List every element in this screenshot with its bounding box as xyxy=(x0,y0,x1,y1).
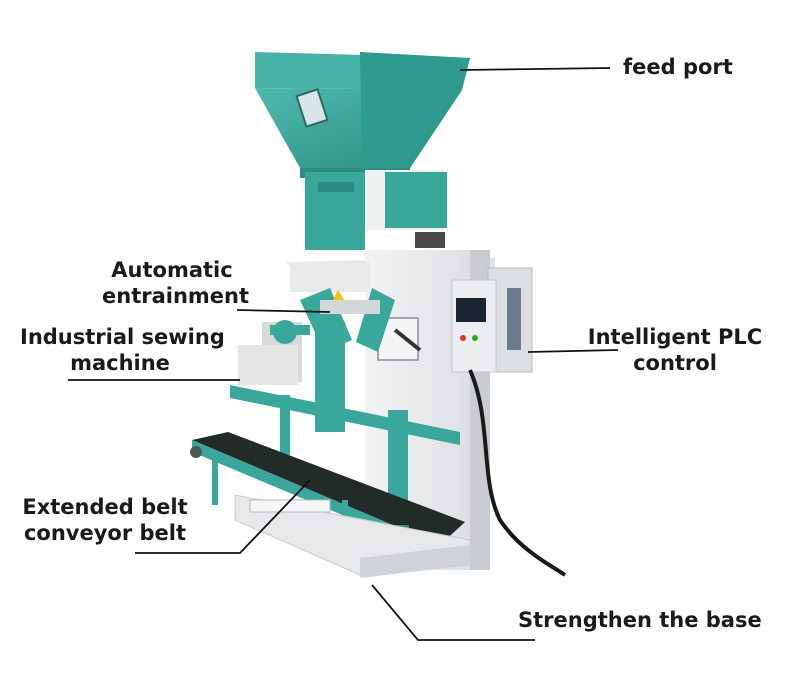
conveyor-line-2: conveyor belt xyxy=(23,521,187,545)
leader-feed-port xyxy=(459,67,611,71)
conveyor-line-1: Extended belt xyxy=(22,495,188,519)
power-cable xyxy=(468,369,567,577)
label-strengthen-base: Strengthen the base xyxy=(518,607,762,633)
plc-control-box xyxy=(451,267,533,373)
sewing-machine-line-1: Industrial sewing xyxy=(20,325,225,349)
feed-port-text: feed port xyxy=(623,55,733,79)
machine-base xyxy=(234,494,471,578)
automatic-entrainment-line-2: entrainment xyxy=(102,284,250,308)
sewing-machine xyxy=(238,320,310,385)
support-arms xyxy=(230,385,460,455)
label-industrial-sewing-machine: Industrial sewing machine xyxy=(20,324,225,376)
leader-lines xyxy=(68,67,619,641)
feed-hopper xyxy=(255,52,470,178)
leader-conveyor-belt xyxy=(135,479,311,554)
bag-clamp-mechanism xyxy=(300,288,422,352)
automatic-entrainment-line-1: Automatic xyxy=(111,258,233,282)
plc-control-line-2: control xyxy=(633,351,717,375)
strengthen-base-text: Strengthen the base xyxy=(518,608,762,632)
label-extended-belt-conveyor: Extended belt conveyor belt xyxy=(20,494,190,546)
label-feed-port: feed port xyxy=(623,54,733,80)
leader-plc-control xyxy=(527,349,619,353)
leader-automatic-entrainment xyxy=(236,309,331,313)
label-automatic-entrainment: Automatic entrainment xyxy=(102,257,250,309)
label-intelligent-plc-control: Intelligent PLC control xyxy=(585,324,765,376)
sewing-machine-line-2: machine xyxy=(70,351,170,375)
weighing-chamber xyxy=(305,170,447,250)
plc-control-line-1: Intelligent PLC xyxy=(587,325,763,349)
leader-base xyxy=(371,584,535,641)
